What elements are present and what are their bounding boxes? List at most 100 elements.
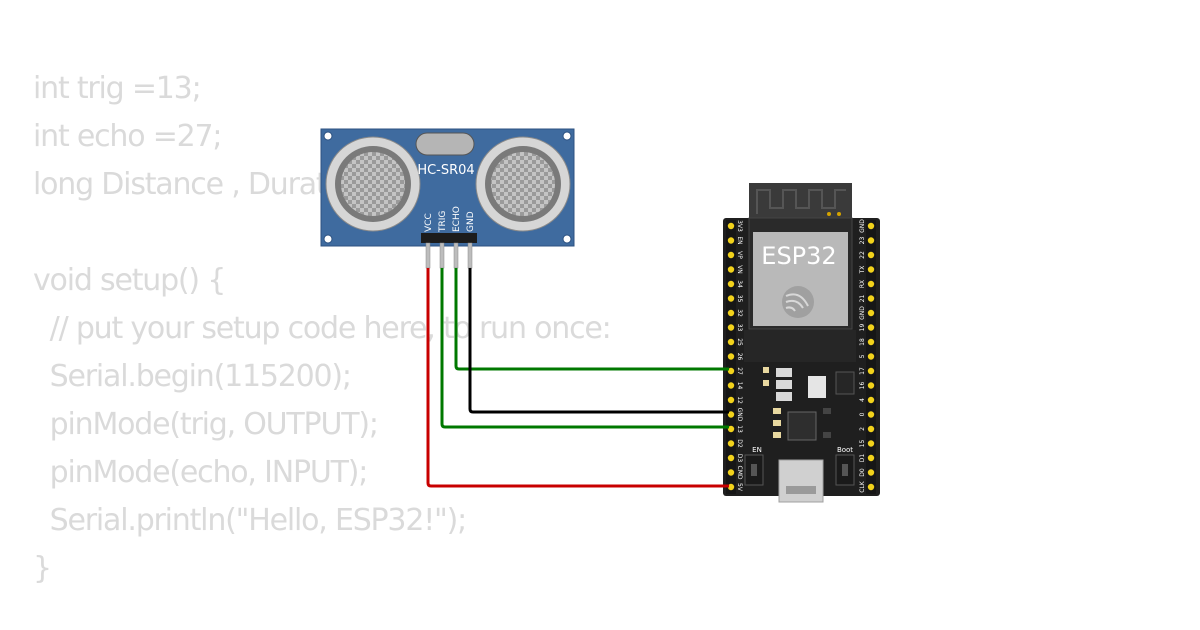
esp32-pin-label: CLK xyxy=(859,480,866,493)
pin-echo[interactable] xyxy=(453,242,459,269)
esp32-label: ESP32 xyxy=(761,242,836,270)
wire-vcc-5v[interactable] xyxy=(426,268,729,488)
esp32-pin-label: 5V xyxy=(736,483,743,492)
pin-trig[interactable] xyxy=(439,242,445,269)
pin-label-vcc: VCC xyxy=(424,213,434,232)
esp32-pin-label: 32 xyxy=(736,309,743,317)
esp32-pin-label: 15 xyxy=(859,440,866,448)
pin-gnd[interactable] xyxy=(467,242,473,269)
esp32-board[interactable]: ESP32 3V3ENVPVN343532332526271412GND13D2… xyxy=(723,183,880,503)
hc-sr04-sensor[interactable]: HC-SR04 VCC TRIG ECHO GND xyxy=(320,128,575,269)
usb-uart-chip xyxy=(787,411,817,441)
mount-hole xyxy=(323,131,333,141)
esp32-pin[interactable] xyxy=(867,324,875,331)
en-button-label: EN xyxy=(752,446,762,454)
esp32-pin[interactable] xyxy=(727,295,735,302)
esp32-pin[interactable] xyxy=(727,367,735,375)
esp32-pin-label: GND xyxy=(736,408,743,422)
esp32-pin[interactable] xyxy=(867,454,875,462)
esp32-pin-label: 27 xyxy=(736,367,743,375)
esp32-pin[interactable] xyxy=(867,338,875,346)
crystal-oscillator xyxy=(415,132,475,156)
esp32-pin-label: 19 xyxy=(859,324,866,332)
esp32-pin[interactable] xyxy=(867,469,875,476)
esp32-pin[interactable] xyxy=(867,367,875,375)
esp32-pin[interactable] xyxy=(727,353,735,360)
esp32-pin[interactable] xyxy=(867,353,875,360)
esp32-pin[interactable] xyxy=(867,309,875,317)
esp32-pin[interactable] xyxy=(727,454,735,462)
code-line: Serial.println("Hello, ESP32!"); xyxy=(33,503,468,538)
pin-label-trig: TRIG xyxy=(438,211,448,233)
esp32-pin[interactable] xyxy=(727,266,735,273)
esp32-pin[interactable] xyxy=(727,309,735,317)
code-line: int echo =27; xyxy=(33,119,223,154)
en-button[interactable] xyxy=(744,454,764,486)
esp32-pin[interactable] xyxy=(867,237,875,244)
esp32-pin[interactable] xyxy=(867,425,875,433)
esp32-pin[interactable] xyxy=(727,251,735,259)
esp32-pin[interactable] xyxy=(727,324,735,331)
esp32-pin[interactable] xyxy=(727,382,735,389)
esp32-pin-label: TX xyxy=(859,266,866,275)
esp32-pin[interactable] xyxy=(867,280,875,288)
left-pin-header xyxy=(726,220,736,494)
esp32-pin-label: 12 xyxy=(736,396,743,404)
esp32-pin[interactable] xyxy=(727,440,735,447)
esp32-pin[interactable] xyxy=(727,425,735,433)
esp32-pin[interactable] xyxy=(727,280,735,288)
esp32-pin-label: 3V3 xyxy=(736,220,743,232)
wire-gnd-gnd[interactable] xyxy=(468,268,729,414)
diode xyxy=(835,371,855,395)
esp32-pin-label: CMD xyxy=(736,466,743,480)
esp32-pin[interactable] xyxy=(727,396,735,404)
esp32-pin[interactable] xyxy=(727,411,735,418)
esp32-pin-label: 17 xyxy=(859,367,866,375)
wire-echo-27[interactable] xyxy=(454,268,729,371)
esp32-pin[interactable] xyxy=(867,222,875,230)
esp32-pin[interactable] xyxy=(727,469,735,476)
smd-component xyxy=(776,380,792,389)
header-connector xyxy=(421,233,477,243)
boot-button[interactable] xyxy=(835,454,855,486)
esp32-pin[interactable] xyxy=(727,237,735,244)
esp32-pin[interactable] xyxy=(727,338,735,346)
micro-usb-port[interactable] xyxy=(778,459,824,503)
esp32-pin-label: D3 xyxy=(736,454,743,463)
pin-vcc[interactable] xyxy=(425,242,431,269)
code-line: } xyxy=(33,551,52,586)
esp32-pin[interactable] xyxy=(867,266,875,273)
smd-component xyxy=(776,368,792,377)
esp32-pin[interactable] xyxy=(727,483,735,491)
esp32-pin[interactable] xyxy=(727,222,735,230)
mount-hole xyxy=(562,234,572,244)
esp32-pin-label: 2 xyxy=(859,427,866,431)
esp32-pin-label: 18 xyxy=(859,338,866,346)
espressif-logo xyxy=(782,286,814,318)
esp32-pin-label: 4 xyxy=(859,398,866,402)
esp32-pin[interactable] xyxy=(867,295,875,302)
esp32-pin[interactable] xyxy=(867,251,875,259)
esp32-pin-label: 16 xyxy=(859,382,866,390)
transducer-right xyxy=(475,136,571,232)
pin-label-gnd: GND xyxy=(466,211,476,232)
esp32-pin-label: GND xyxy=(859,219,866,233)
esp32-pin-label: 0 xyxy=(859,412,866,416)
esp32-pin-label: 34 xyxy=(736,280,743,288)
esp32-pin-label: 35 xyxy=(736,295,743,303)
esp32-pin[interactable] xyxy=(867,396,875,404)
code-line: int trig =13; xyxy=(33,71,202,106)
smd-component xyxy=(776,392,792,401)
esp32-pin[interactable] xyxy=(867,411,875,418)
esp32-pin[interactable] xyxy=(867,483,875,491)
esp32-pin-label: 22 xyxy=(859,251,866,259)
wire-trig-13[interactable] xyxy=(440,268,729,429)
code-line: Serial.begin(115200); xyxy=(33,359,352,394)
antenna-area xyxy=(749,183,852,218)
esp32-pin[interactable] xyxy=(867,382,875,389)
voltage-regulator xyxy=(808,376,826,398)
right-pin-header xyxy=(866,220,876,494)
esp32-pin[interactable] xyxy=(867,440,875,447)
